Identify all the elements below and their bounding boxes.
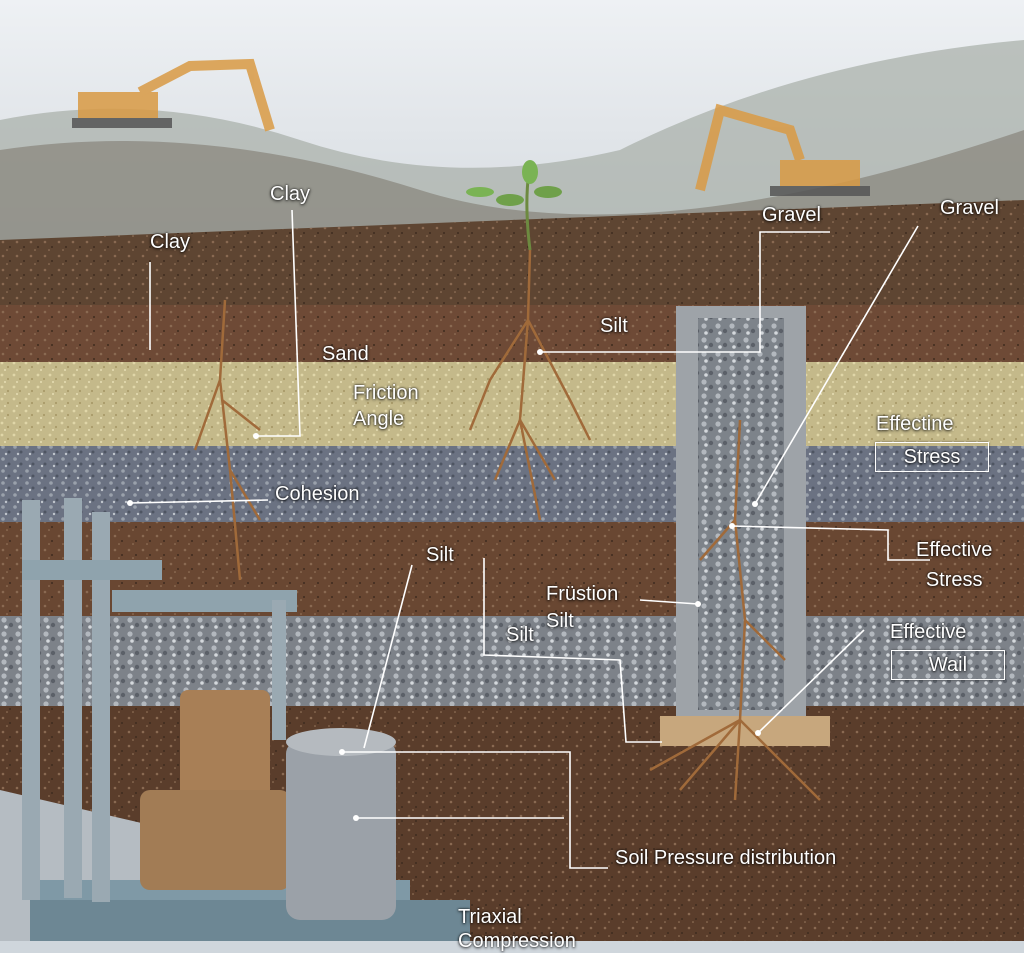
label-clay-2: Clay: [270, 183, 311, 205]
label-effective-stress-1-box: Stress: [875, 442, 989, 472]
plant-icon: [466, 160, 562, 251]
label-clay-1: Clay: [150, 231, 191, 253]
label-soil-pressure: Soil Pressure distribution: [615, 847, 837, 869]
label-silt-mid: Silt: [426, 544, 454, 566]
label-friction-angle: Friction Angle: [353, 382, 419, 430]
label-frustion-silt: Früstion Silt: [546, 583, 619, 632]
label-silt-top: Silt: [600, 315, 628, 337]
label-effective-stress-2: Effective Stress: [916, 539, 993, 591]
label-triaxial-compression: Triaxial Compression: [458, 906, 576, 952]
label-sand: Sand: [322, 343, 369, 365]
label-effective-wall: Effective: [890, 621, 967, 643]
label-silt-left: Silt: [506, 624, 534, 646]
label-gravel-1: Gravel: [762, 204, 821, 226]
label-cohesion: Cohesion: [275, 483, 360, 505]
triaxial-apparatus-icon: [22, 498, 470, 941]
label-effective-wall-box: Wail: [891, 650, 1005, 680]
excavator-icon: [695, 103, 870, 196]
label-effective-stress-1: Effectine: [876, 413, 954, 435]
excavator-icon: [72, 58, 275, 132]
leader-lines: [129, 209, 930, 869]
label-gravel-2: Gravel: [940, 197, 999, 219]
